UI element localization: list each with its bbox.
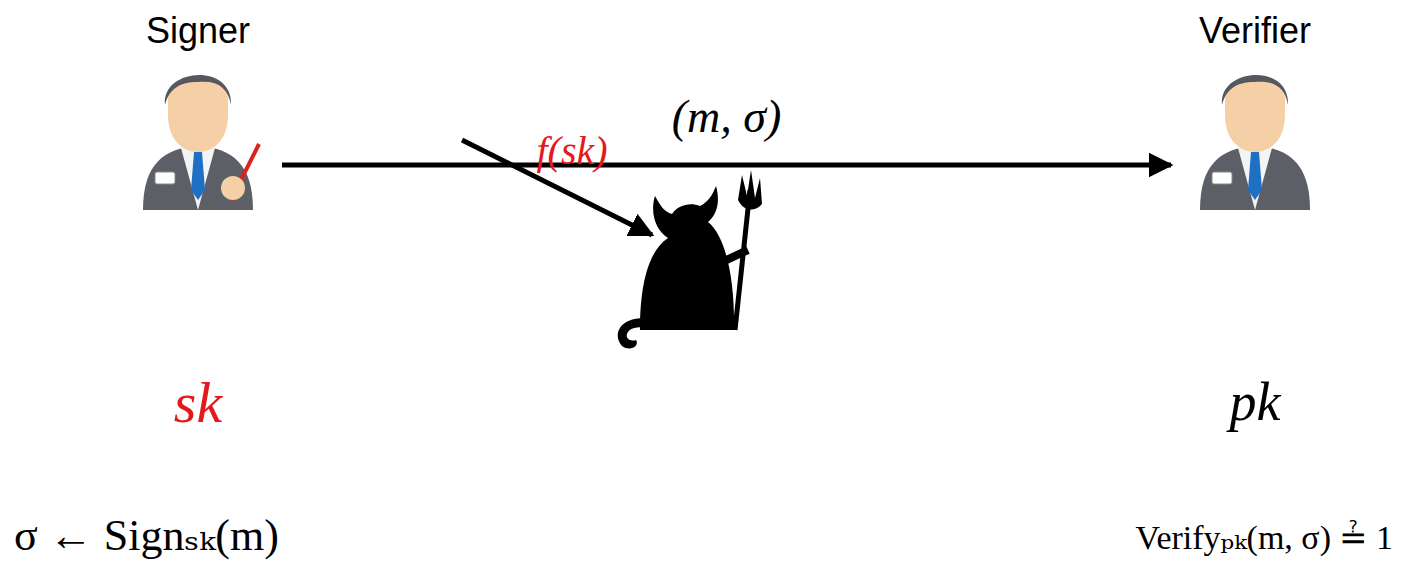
person-icon: [133, 60, 263, 210]
verify-formula: Verifyₚₖ(m, σ) ≟ 1: [1136, 517, 1393, 557]
person-icon: [1190, 60, 1320, 210]
leakage-label: f(sk): [536, 127, 607, 174]
message-arrow: [282, 163, 1171, 168]
signer-node: Signer: [120, 10, 276, 210]
secret-key: sk: [174, 369, 222, 436]
sign-formula: σ ← Signₛₖ(m): [14, 509, 279, 561]
edge-label: (m, σ): [672, 90, 782, 143]
public-key: pk: [1230, 371, 1281, 433]
role-name: Verifier: [1177, 10, 1333, 52]
role-name: Signer: [120, 10, 276, 52]
verifier-node: Verifier: [1177, 10, 1333, 210]
adversary-devil: [618, 170, 762, 348]
